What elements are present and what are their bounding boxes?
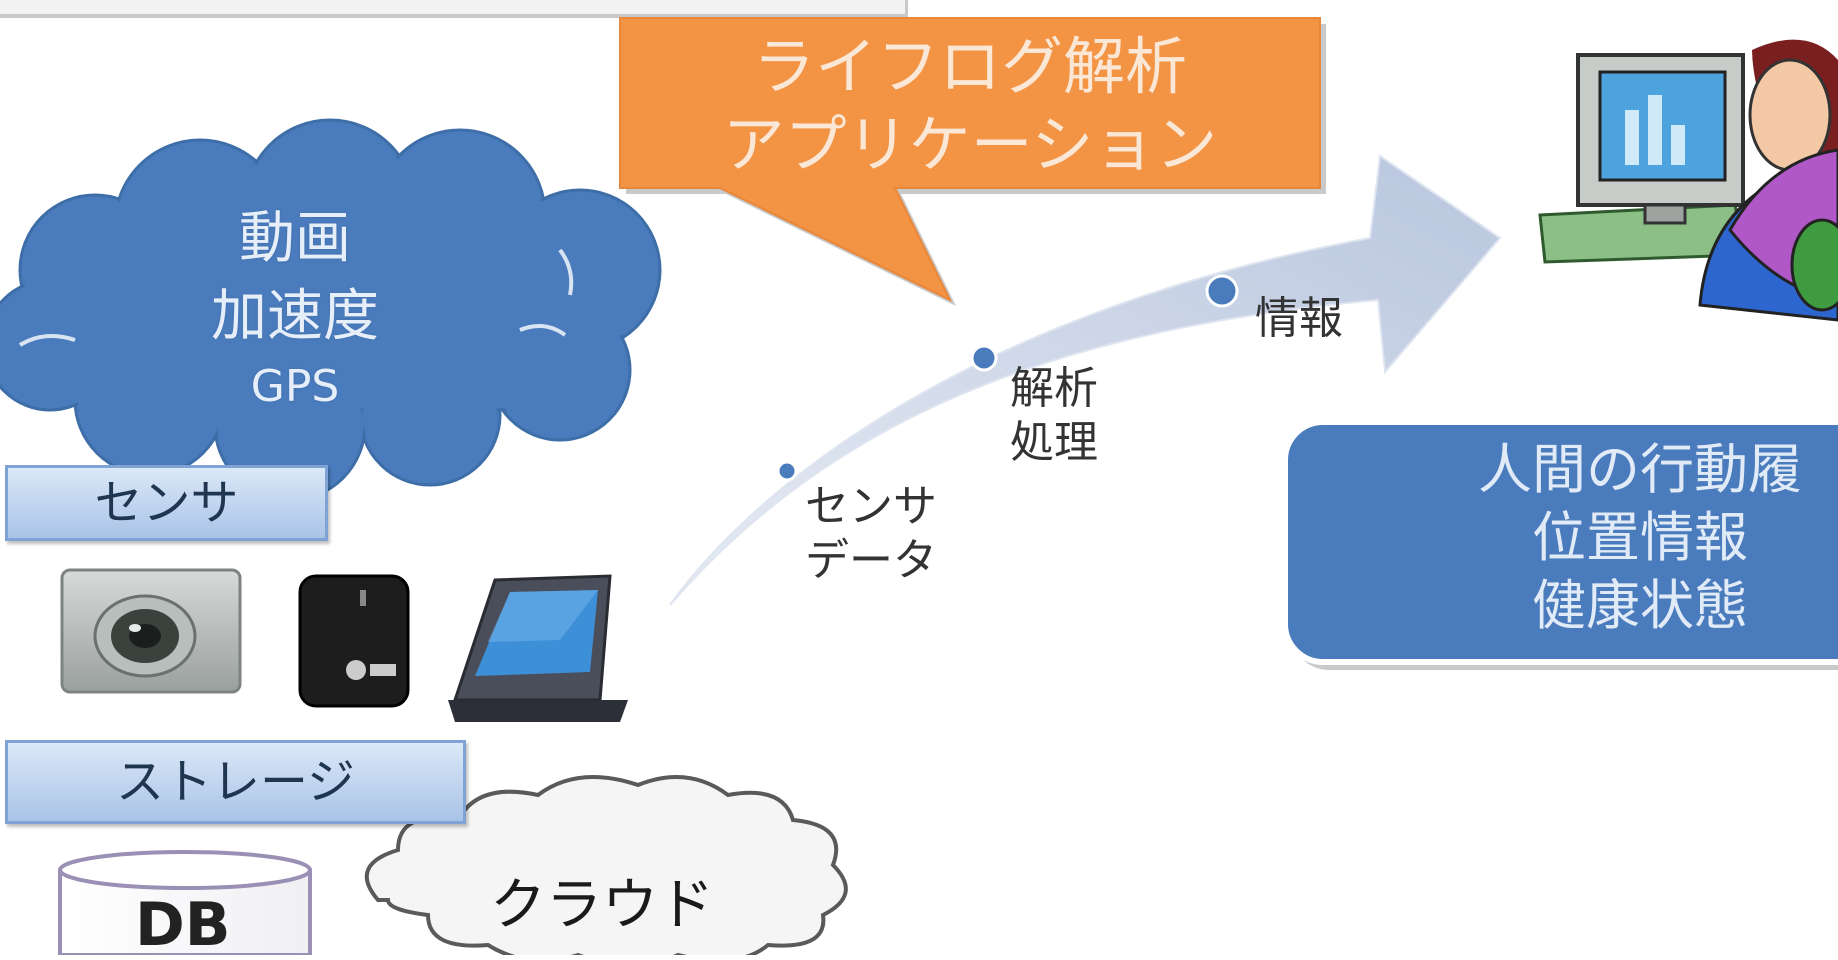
application-callout-text: ライフログ解析 アプリケーション xyxy=(630,28,1310,184)
sensor-data-label-line-1: センサ xyxy=(805,481,937,532)
callout-line-2: アプリケーション xyxy=(722,108,1218,181)
analysis-label-line-1: 解析 xyxy=(1010,363,1098,414)
result-line-health: 健康状態 xyxy=(1532,574,1748,637)
storage-label: ストレージ xyxy=(5,740,466,824)
database-label: DB xyxy=(135,890,231,960)
sensor-device-icon xyxy=(298,574,410,708)
info-label: 情報 xyxy=(1255,293,1343,344)
process-arrow xyxy=(669,154,1502,606)
callout-line-1: ライフログ解析 xyxy=(752,30,1187,103)
arrow-step-dots xyxy=(776,274,1239,482)
result-line-behavior: 人間の行動履 xyxy=(1478,438,1802,501)
analysis-label-line-2: 処理 xyxy=(1010,417,1098,468)
cloud-line-acceleration: 加速度 xyxy=(211,284,379,349)
sensor-data-label: センサ データ xyxy=(805,480,937,588)
camera-icon xyxy=(60,568,242,694)
application-callout xyxy=(619,17,1326,306)
info-dot xyxy=(1205,274,1239,308)
analysis-label: 解析 処理 xyxy=(1010,362,1098,470)
smartphone-icon xyxy=(448,574,628,722)
cloud-line-video: 動画 xyxy=(239,206,351,271)
bottom-cloud xyxy=(364,775,848,955)
data-cloud xyxy=(0,118,662,502)
database-icon xyxy=(58,850,312,955)
data-cloud-text: 動画 加速度 GPS xyxy=(150,200,440,418)
sensor-label: センサ xyxy=(5,465,328,541)
person-at-computer-icon xyxy=(1538,39,1838,322)
sensor-data-dot xyxy=(776,460,798,482)
result-line-location: 位置情報 xyxy=(1532,506,1748,569)
bottom-cloud-label: クラウド xyxy=(490,873,714,938)
analysis-dot xyxy=(970,344,998,372)
result-box-text: 人間の行動履 位置情報 健康状態 xyxy=(1420,436,1838,640)
result-box xyxy=(1282,419,1838,670)
sensor-data-label-line-2: データ xyxy=(805,535,937,586)
top-frame-edge xyxy=(0,0,908,18)
cloud-line-gps: GPS xyxy=(250,361,340,412)
